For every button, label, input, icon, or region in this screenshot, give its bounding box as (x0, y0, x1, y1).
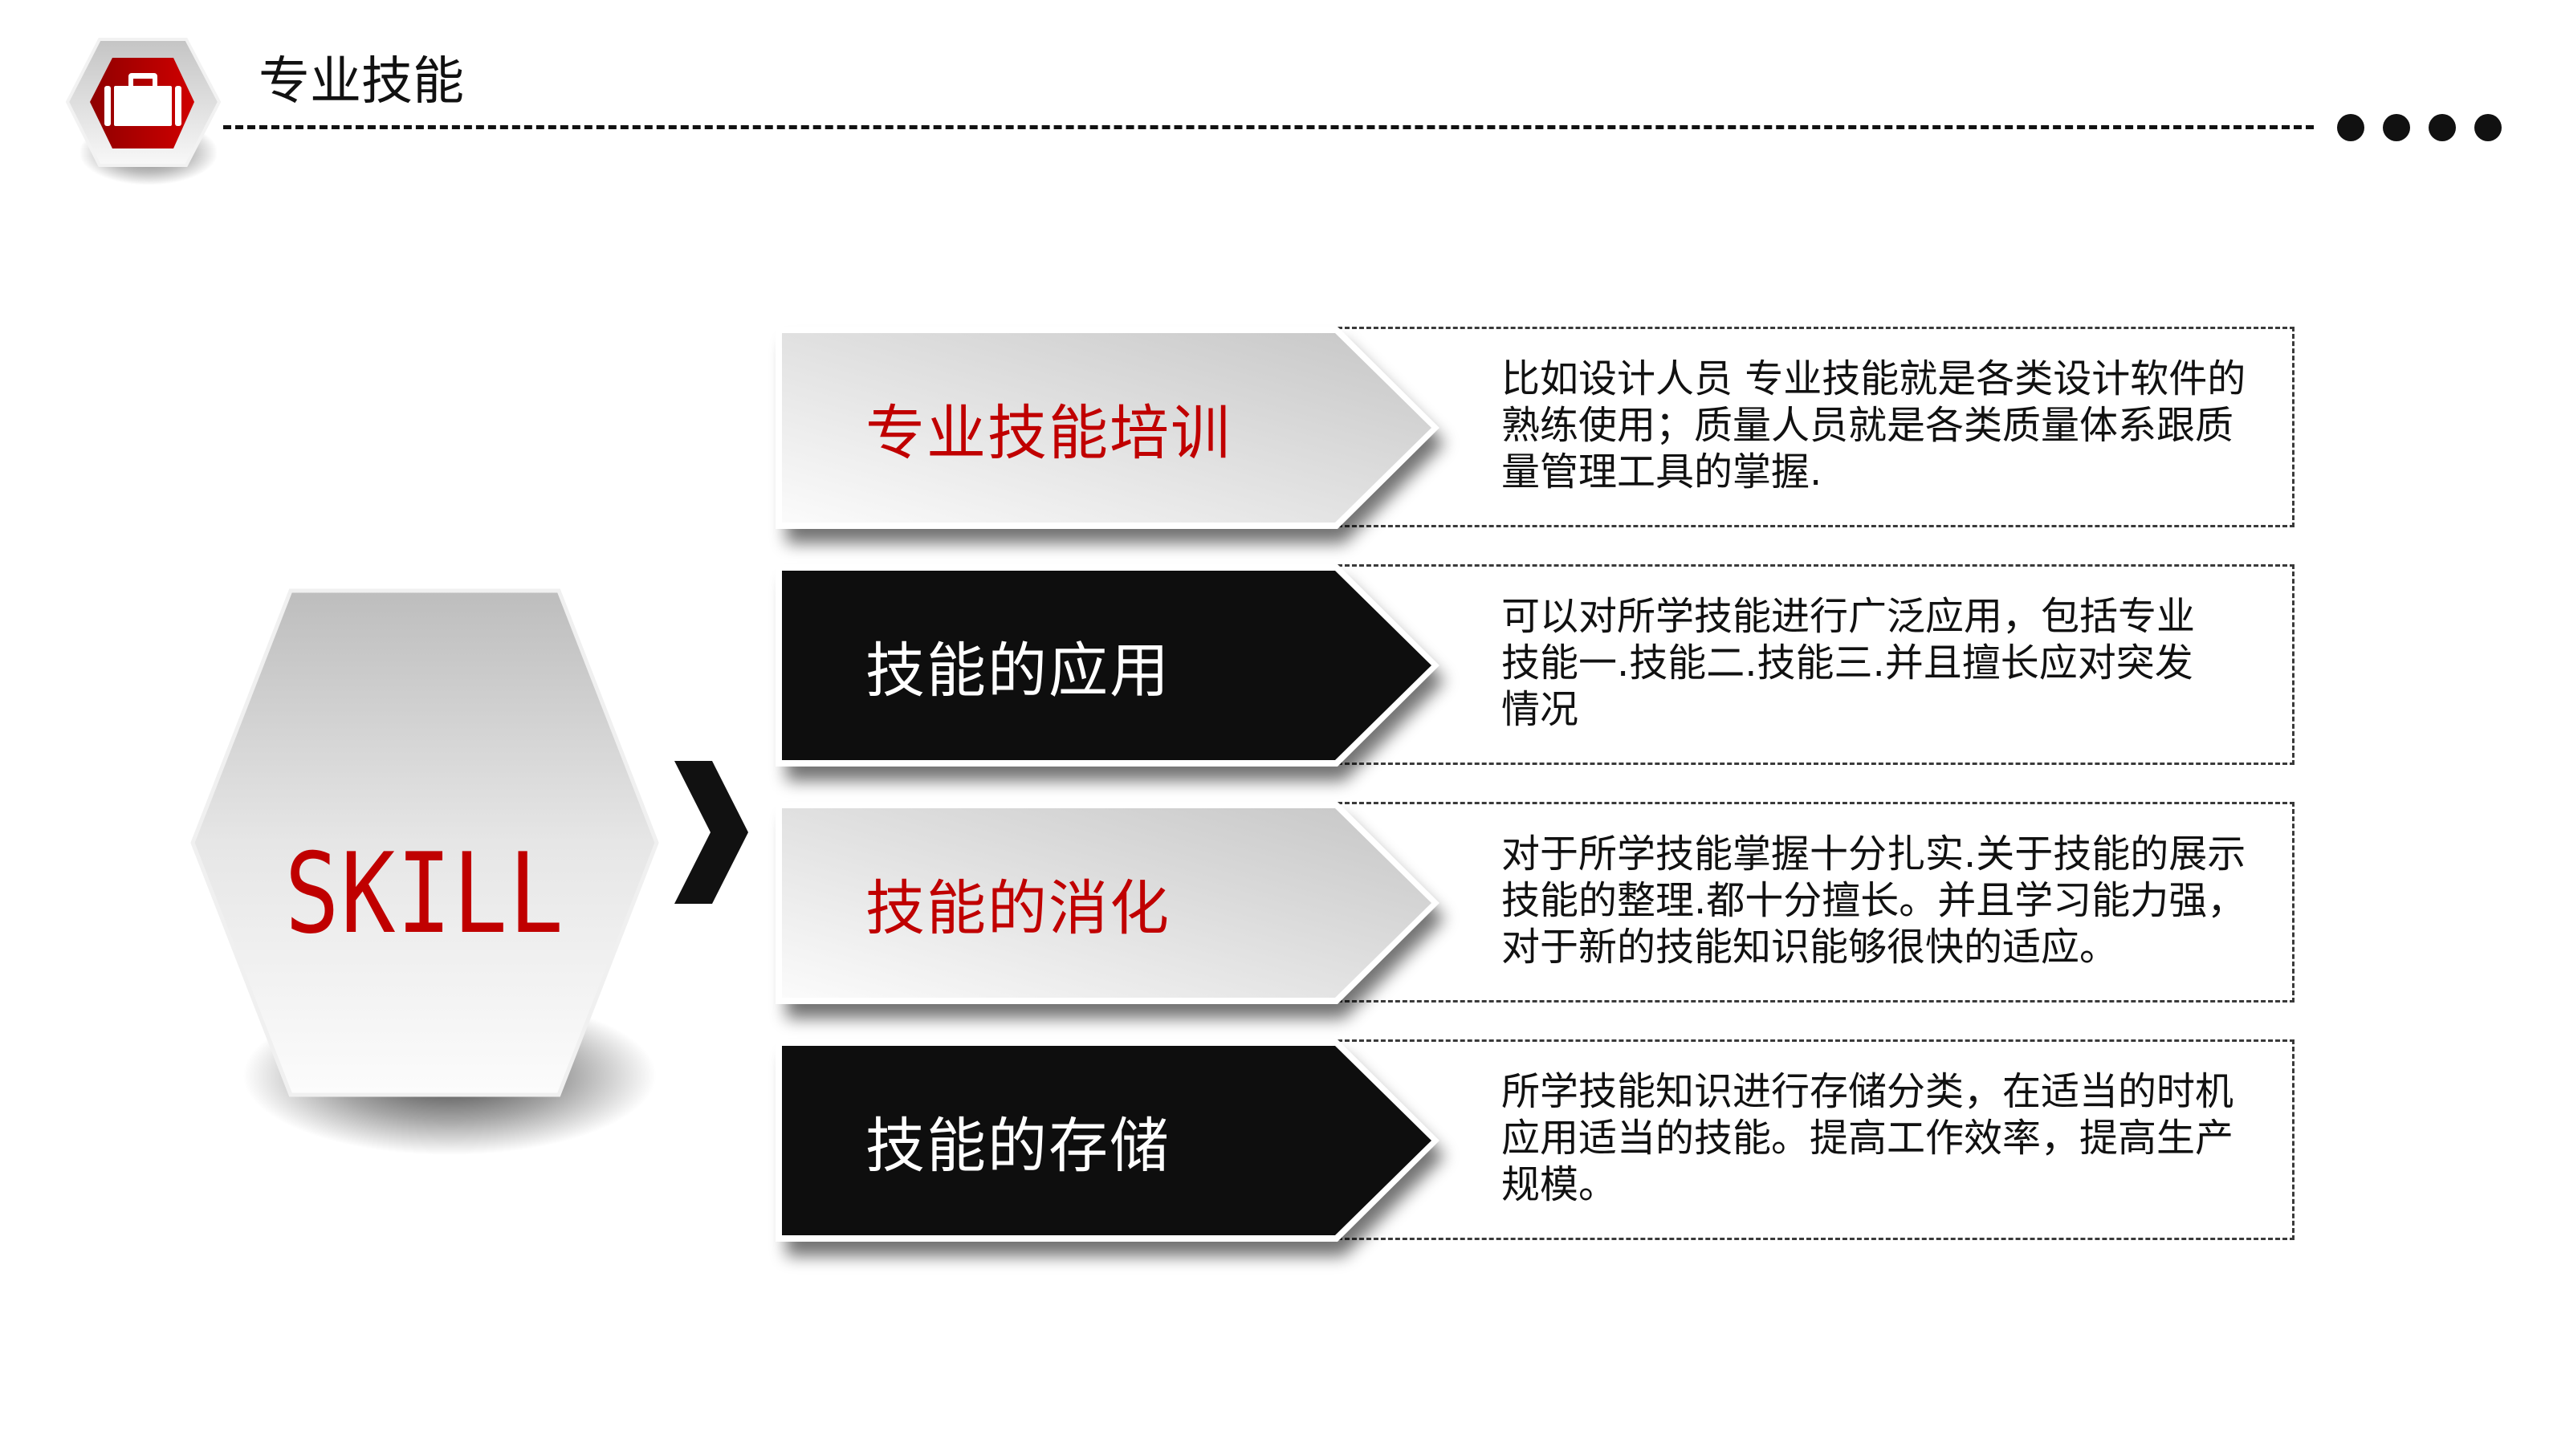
item-label: 技能的消化 (865, 873, 1171, 943)
item-label: 技能的应用 (865, 636, 1171, 706)
description-line: 所学技能知识进行存储分类，在适当的时机 (1501, 1069, 2234, 1114)
description-line: 对于新的技能知识能够很快的适应。 (1501, 925, 2119, 970)
skill-label: SKILL (284, 829, 565, 958)
dot-icon (2474, 114, 2502, 141)
item-description: 所学技能知识进行存储分类，在适当的时机 应用适当的技能。提高工作效率，提高生产 … (1501, 1068, 2272, 1208)
briefcase-icon (66, 38, 221, 167)
description-line: 规模。 (1501, 1162, 1618, 1207)
dot-icon (2337, 114, 2364, 141)
description-line: 情况 (1501, 687, 1579, 732)
description-line: 技能一.技能二.技能三.并且擅长应对突发 (1501, 641, 2193, 685)
description-line: 应用适当的技能。提高工作效率，提高生产 (1501, 1116, 2234, 1161)
arrow-tab (776, 327, 1439, 529)
item-description: 可以对所学技能进行广泛应用，包括专业 技能一.技能二.技能三.并且擅长应对突发 … (1501, 593, 2272, 733)
description-box (1338, 802, 2295, 1003)
description-box (1338, 327, 2295, 527)
description-line: 可以对所学技能进行广泛应用，包括专业 (1501, 594, 2196, 639)
item-label: 技能的存储 (865, 1111, 1171, 1181)
skill-item-digestion: 技能的消化 对于所学技能掌握十分扎实.关于技能的展示 技能的整理.都十分擅长。并… (776, 802, 2301, 1019)
header-dots (2337, 114, 2502, 141)
arrow-tab (776, 1039, 1439, 1242)
arrow-tab (776, 802, 1439, 1004)
description-line: 熟练使用；质量人员就是各类质量体系跟质 (1501, 403, 2234, 448)
description-box (1338, 1039, 2295, 1240)
item-label: 专业技能培训 (865, 398, 1232, 468)
chevron-right-icon (674, 761, 748, 904)
description-line: 比如设计人员 专业技能就是各类设计软件的 (1501, 356, 2246, 401)
page-title: 专业技能 (259, 52, 464, 112)
description-box (1338, 564, 2295, 765)
arrow-tab (776, 564, 1439, 767)
item-description: 比如设计人员 专业技能就是各类设计软件的 熟练使用；质量人员就是各类质量体系跟质… (1501, 356, 2272, 495)
description-line: 对于所学技能掌握十分扎实.关于技能的展示 (1501, 832, 2246, 876)
skill-item-training: 专业技能培训 比如设计人员 专业技能就是各类设计软件的 熟练使用；质量人员就是各… (776, 327, 2301, 543)
header-divider (223, 125, 2314, 129)
skill-item-application: 技能的应用 可以对所学技能进行广泛应用，包括专业 技能一.技能二.技能三.并且擅… (776, 564, 2301, 781)
skill-item-storage: 技能的存储 所学技能知识进行存储分类，在适当的时机 应用适当的技能。提高工作效率… (776, 1039, 2301, 1256)
description-line: 量管理工具的掌握. (1501, 449, 1822, 494)
dot-icon (2383, 114, 2410, 141)
description-line: 技能的整理.都十分擅长。并且学习能力强， (1501, 878, 2246, 923)
skill-hexagon (190, 588, 659, 1097)
dot-icon (2429, 114, 2456, 141)
item-description: 对于所学技能掌握十分扎实.关于技能的展示 技能的整理.都十分擅长。并且学习能力强… (1501, 831, 2272, 970)
